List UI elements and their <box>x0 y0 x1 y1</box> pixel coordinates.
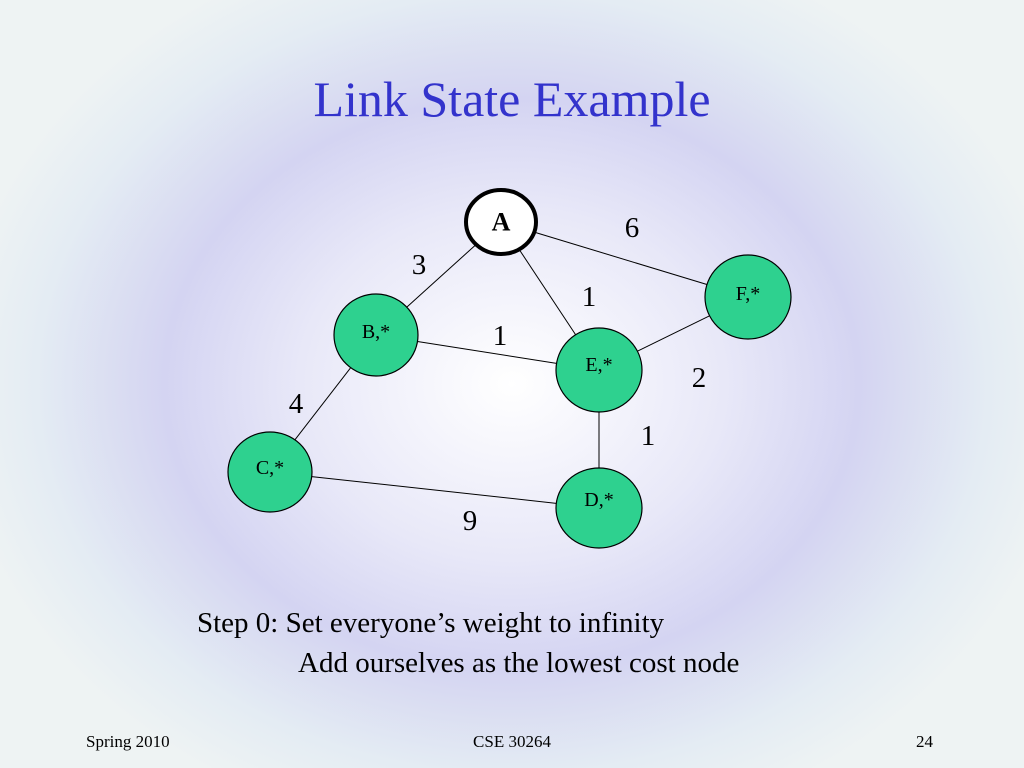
edge-a-f <box>534 231 708 286</box>
footer-date: Spring 2010 <box>86 732 170 751</box>
edge-weight-e-f: 2 <box>692 362 707 394</box>
step-text-line1: Step 0: Set everyone’s weight to infinit… <box>197 607 665 639</box>
edge-a-e <box>518 249 577 336</box>
node-b <box>333 293 419 377</box>
edge-weight-b-e: 1 <box>493 320 508 352</box>
node-a <box>464 188 538 256</box>
node-label-b: B,* <box>362 321 390 343</box>
node-c <box>227 431 313 513</box>
node-label-e: E,* <box>585 354 612 376</box>
footer-course: CSE 30264 <box>473 732 551 751</box>
edge-b-e <box>417 341 557 364</box>
footer-page-number: 24 <box>916 732 933 751</box>
edge-b-c <box>294 367 352 441</box>
node-d <box>555 467 643 549</box>
edge-c-d <box>311 476 557 504</box>
node-label-c: C,* <box>256 457 284 479</box>
step-text-line2: Add ourselves as the lowest cost node <box>298 647 740 679</box>
edge-weight-a-b: 3 <box>412 249 427 281</box>
edge-weight-a-f: 6 <box>625 212 640 244</box>
node-label-a: A <box>492 208 511 237</box>
node-e <box>555 327 643 413</box>
edge-e-f <box>637 315 710 352</box>
node-label-f: F,* <box>736 283 761 305</box>
edge-a-b <box>406 244 477 308</box>
edge-weight-e-d: 1 <box>641 420 656 452</box>
node-label-d: D,* <box>584 489 613 511</box>
edge-weight-c-d: 9 <box>463 505 478 537</box>
node-f <box>704 254 792 340</box>
slide-title: Link State Example <box>313 71 711 127</box>
edge-weight-a-e: 1 <box>582 281 597 313</box>
edge-weight-b-c: 4 <box>289 388 304 420</box>
